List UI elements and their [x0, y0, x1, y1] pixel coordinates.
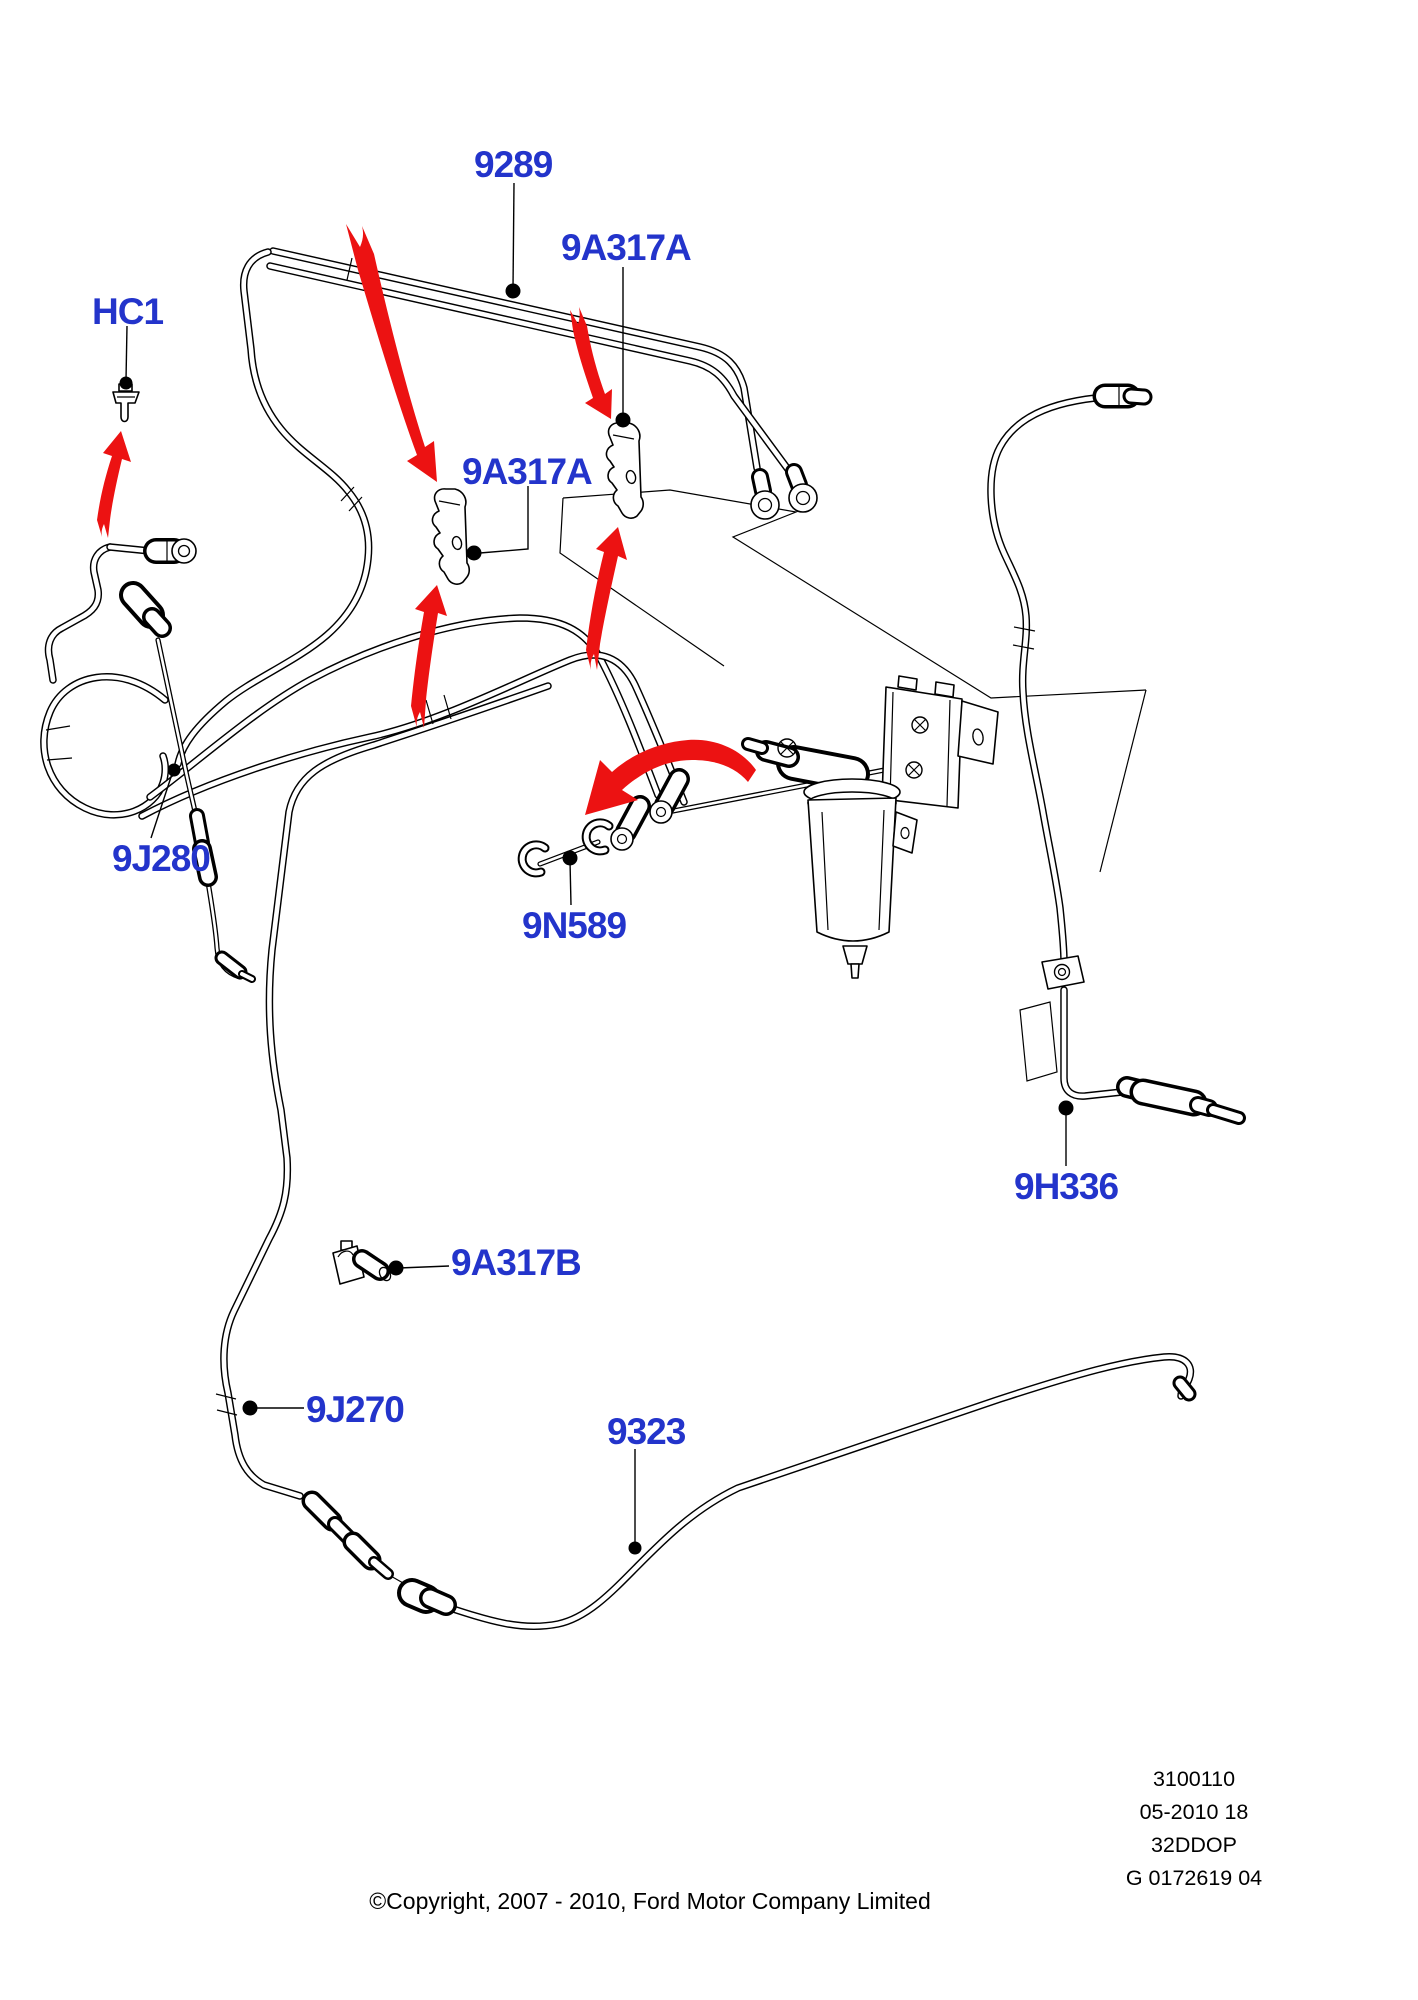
arrow-9n589-curved [585, 739, 756, 815]
filter-bracket [881, 675, 999, 809]
filter-cup [807, 797, 897, 942]
arrow-left-clip-top [346, 224, 437, 482]
part-label-hc1[interactable]: HC1 [92, 291, 164, 332]
clip-9a317a-left [431, 488, 471, 585]
part-label-9289[interactable]: 9289 [474, 144, 553, 185]
banjo-fitting [750, 490, 780, 520]
drawing-number: 3100110 [1152, 1767, 1236, 1791]
clip-9n589 [517, 818, 614, 878]
part-label-9j280[interactable]: 9J280 [112, 838, 211, 879]
phantom-plate-outline [559, 489, 1147, 873]
copyright-notice: ©Copyright, 2007 - 2010, Ford Motor Comp… [369, 1888, 931, 1914]
drawing-revision: G 0172619 04 [1125, 1866, 1263, 1890]
part-label-9j270[interactable]: 9J270 [306, 1389, 405, 1430]
leader-lines [125, 182, 1067, 1544]
clip-9a317a-right [605, 422, 645, 519]
clip-9a317b [332, 1240, 392, 1285]
part-label-9a317a-upper[interactable]: 9A317A [561, 227, 692, 268]
red-arrows [97, 224, 756, 815]
clip-hc1 [112, 383, 140, 423]
arrow-right-clip-bottom [586, 527, 627, 670]
part-label-9h336[interactable]: 9H336 [1014, 1166, 1119, 1207]
drawing-code: 32DDOP [1150, 1833, 1238, 1857]
arrow-hc1 [97, 431, 131, 538]
part-label-9n589[interactable]: 9N589 [522, 905, 627, 946]
arrow-right-clip-top [570, 307, 612, 419]
drawing-info-block: 3100110 05-2010 18 32DDOP G 0172619 04 [1074, 1763, 1314, 1895]
arrow-left-clip-bottom [411, 585, 447, 728]
fuel-filter-assembly [741, 675, 999, 979]
flat-panel [1019, 1001, 1058, 1082]
part-label-9a317a-mid[interactable]: 9A317A [462, 451, 593, 492]
part-label-9a317b[interactable]: 9A317B [451, 1242, 582, 1283]
hose-clamp [1041, 955, 1085, 990]
leader-dots [119, 283, 1074, 1555]
part-label-9323[interactable]: 9323 [607, 1411, 686, 1452]
banjo-fitting [788, 483, 818, 513]
fittings [119, 383, 1246, 1616]
drawing-date: 05-2010 18 [1139, 1800, 1249, 1824]
tube-bands [45, 257, 1036, 1416]
